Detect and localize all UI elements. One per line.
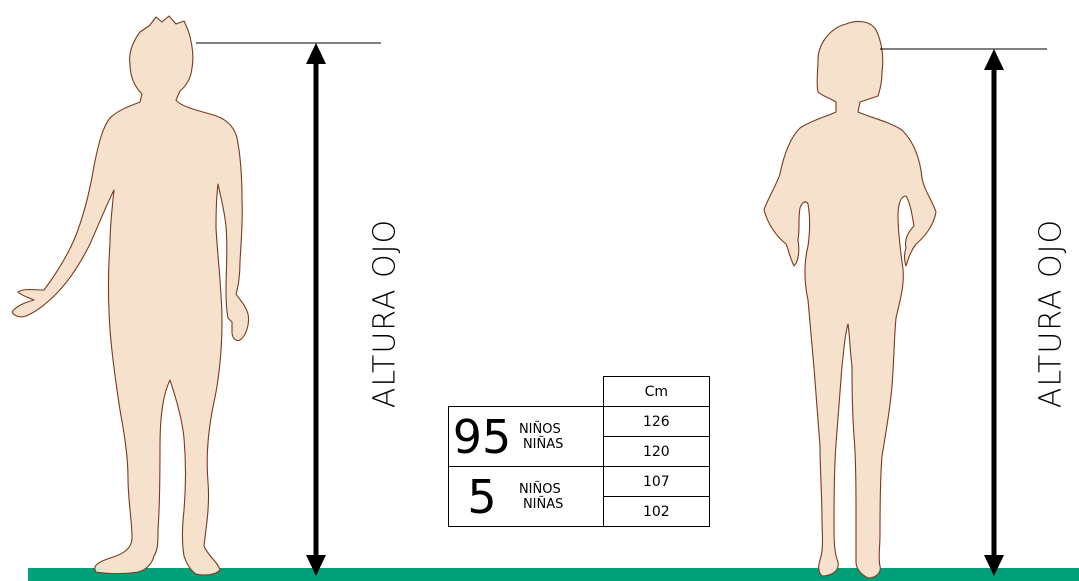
- right-height-arrow: [984, 49, 1004, 576]
- percentile-cell: 5: [447, 466, 515, 527]
- right-eye-height-label: ALTURA OJO: [1033, 218, 1069, 409]
- percentile-table: Cm 95 NIÑOS NIÑAS 126 120 5 NIÑOS NIÑAS …: [447, 376, 711, 527]
- group-boys-label: NIÑOS: [518, 421, 561, 437]
- value-cell-boys: 126: [602, 406, 711, 437]
- left-height-arrow: [306, 43, 326, 576]
- group-cell: NIÑOS NIÑAS: [514, 406, 604, 467]
- group-girls-label: NIÑAS: [522, 496, 564, 512]
- left-eye-height-label: ALTURA OJO: [367, 218, 403, 409]
- value-cell-boys: 107: [602, 466, 711, 497]
- eye-height-table: Cm 95 NIÑOS NIÑAS 126 120 5 NIÑOS NIÑAS …: [447, 376, 711, 527]
- unit-header: Cm: [602, 376, 711, 407]
- percentile-cell: 95: [447, 406, 515, 467]
- group-boys-label: NIÑOS: [518, 481, 561, 497]
- group-girls-label: NIÑAS: [522, 436, 564, 452]
- group-cell: NIÑOS NIÑAS: [514, 466, 604, 527]
- girl-silhouette: [763, 20, 937, 579]
- value-cell-girls: 102: [602, 496, 711, 527]
- table-row: 95 NIÑOS NIÑAS 126: [447, 406, 711, 467]
- value-cell-girls: 120: [602, 436, 711, 467]
- girl-figure: [763, 20, 1047, 579]
- table-row: 120: [449, 436, 711, 467]
- table-row: 102: [449, 496, 711, 527]
- boy-silhouette: [11, 15, 250, 576]
- boy-figure: [11, 15, 381, 576]
- floor-band: [28, 568, 1079, 581]
- table-row: 5 NIÑOS NIÑAS 107: [447, 466, 711, 527]
- table-header-row: Cm: [449, 376, 711, 407]
